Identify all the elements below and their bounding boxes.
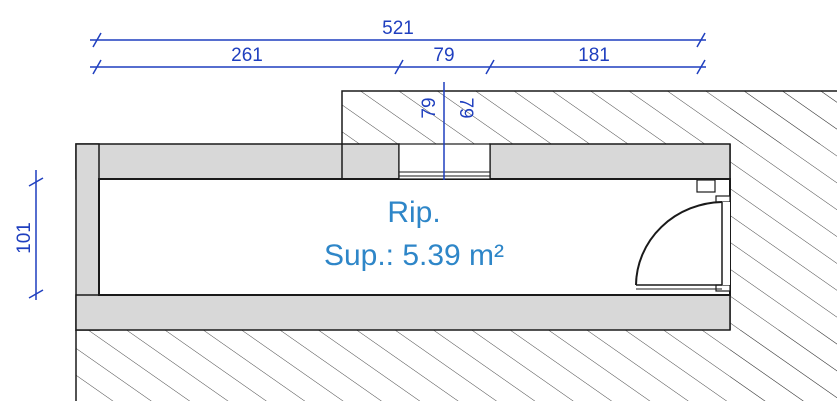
overall-dim-tick-left — [92, 32, 102, 48]
door-jamb-bottom — [715, 284, 731, 292]
door-stop — [696, 179, 716, 193]
height-dim-tick-bottom — [28, 289, 44, 299]
room-floor — [98, 178, 731, 296]
opening-depth-left-label: 79 — [419, 97, 440, 118]
wall-bottom — [75, 294, 731, 331]
segment-left-label: 261 — [231, 45, 263, 66]
height-dim-tick-top — [28, 177, 44, 187]
room-height-label: 101 — [14, 222, 35, 254]
overall-width-label: 521 — [382, 18, 414, 39]
segment-opening-label: 79 — [433, 45, 454, 66]
door-frame-gap — [722, 202, 730, 285]
hatch-bottom — [76, 330, 837, 401]
overall-dim-tick-right — [696, 32, 706, 48]
opening-depth-right-label: 79 — [455, 97, 476, 118]
segment-right-label: 181 — [578, 45, 610, 66]
segment-dim-tick-2 — [394, 59, 404, 75]
door-swing-arc — [635, 201, 723, 286]
segment-dim-tick-3 — [485, 59, 495, 75]
wall-top-left — [75, 143, 400, 180]
segment-dim-tick-4 — [696, 59, 706, 75]
segment-dim-tick-1 — [92, 59, 102, 75]
room-area-label: Sup.: 5.39 m² — [324, 239, 504, 272]
door-jamb-top — [715, 195, 731, 203]
room-name: Rip. — [387, 196, 440, 229]
door — [635, 179, 731, 292]
dimension-lines — [28, 32, 706, 300]
wall-top-right — [489, 143, 731, 180]
